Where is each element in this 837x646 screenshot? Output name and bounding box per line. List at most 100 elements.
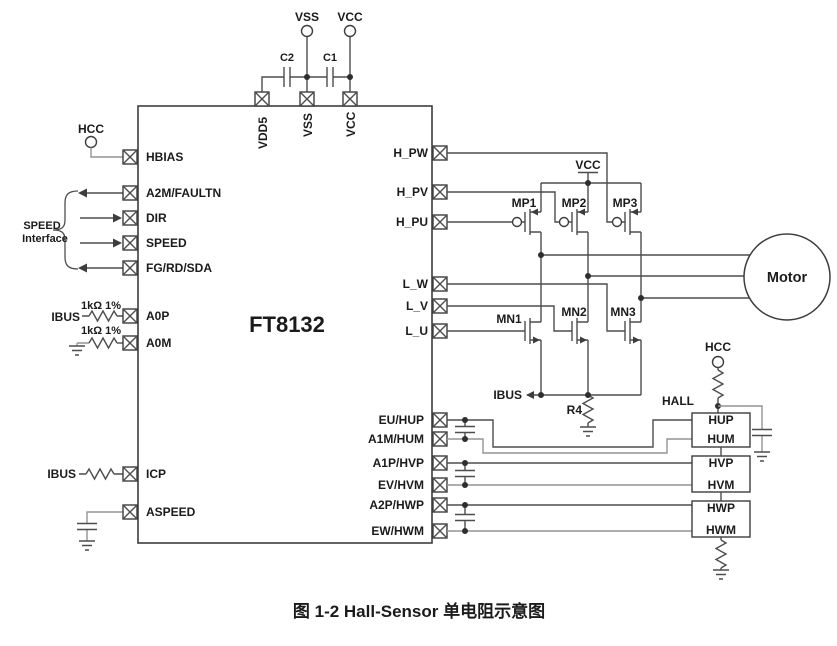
pin-vdd5: [254, 91, 270, 107]
pin-label-a2m-faultn: A2M/FAULTN: [146, 186, 221, 200]
capacitor-c1: [326, 66, 334, 88]
hcc-terminal-label: HCC: [78, 122, 104, 136]
pin-l-v: [432, 298, 448, 314]
hall-block: HCC HALL HUP HUM HVP HVM HWP HWM: [662, 340, 773, 580]
pin-speed: [122, 235, 138, 251]
pin-vss: [299, 91, 315, 107]
transistor-mn2: [563, 317, 589, 345]
pin-label-icp: ICP: [146, 467, 166, 481]
arrow-in-speed: [113, 238, 122, 248]
ground-hall-cap: [753, 451, 771, 462]
transistor-mp1: [511, 207, 542, 236]
ibus-label-icp: IBUS: [47, 467, 76, 481]
transistor-mn3: [616, 317, 642, 345]
c1-label: C1: [323, 52, 337, 64]
capacitor-c2: [283, 66, 291, 88]
mp2-label: MP2: [562, 196, 587, 210]
speed-interface-line2: Interface: [22, 233, 68, 245]
resistor-hall-pullup: [712, 369, 724, 399]
arrow-out-a2m: [78, 188, 87, 198]
motor: Motor: [743, 233, 831, 321]
r-a0m-value: 1kΩ 1%: [81, 325, 121, 337]
mn1-label: MN1: [496, 312, 522, 326]
left-circuit: HCC SPEED Interface 1kΩ 1% IBUS 1kΩ 1% I…: [22, 122, 221, 551]
bridge-vcc-label: VCC: [575, 158, 601, 172]
pin-label-ew-hwm: EW/HWM: [371, 524, 424, 538]
capacitor-hall-supply: [751, 428, 773, 437]
ibus-label-a0p: IBUS: [51, 310, 80, 324]
pin-label-h-pu: H_PU: [396, 215, 428, 229]
top-supply-circuit: VSS VCC C2 C1 VDD5 VSS VCC: [254, 10, 363, 149]
pin-dir: [122, 210, 138, 226]
speed-interface-line1: SPEED: [23, 220, 60, 232]
ibus-sense-label: IBUS: [493, 388, 522, 402]
pin-label-hbias: HBIAS: [146, 150, 183, 164]
arrow-in-dir: [113, 213, 122, 223]
hall-v-m-label: HVM: [708, 478, 735, 492]
pin-a0p: [122, 308, 138, 324]
pin-label-a1p-hvp: A1P/HVP: [373, 456, 424, 470]
hall-hcc-terminal: [711, 355, 725, 369]
pin-label-l-u: L_U: [405, 324, 428, 338]
mosfet-bridge: VCC MP1 MP2 MP3 MN1 MN2 MN3 IBUS R4: [447, 152, 755, 437]
resistor-a0m: [88, 337, 118, 349]
pin-label-speed: SPEED: [146, 236, 187, 250]
pin-vcc: [342, 91, 358, 107]
vcc-terminal-label: VCC: [337, 10, 363, 24]
hall-u-p-label: HUP: [708, 413, 733, 427]
right-pins: H_PW H_PV H_PU L_W L_V L_U EU/HUP A1M/HU…: [368, 145, 448, 539]
ground-aspeed: [78, 540, 96, 551]
pin-h-pw: [432, 145, 448, 161]
capacitor-hall-u: [454, 425, 476, 434]
pin-a0m: [122, 335, 138, 351]
pin-label-l-w: L_W: [403, 277, 429, 291]
resistor-a0p: [88, 310, 118, 322]
hall-wiring: [447, 417, 692, 534]
speed-interface-brace: [52, 190, 79, 270]
pin-label-a0m: A0M: [146, 336, 171, 350]
hall-w-p-label: HWP: [707, 501, 735, 515]
ground-a0m: [68, 345, 86, 356]
capacitor-hall-w: [454, 513, 476, 522]
pin-aspeed: [122, 504, 138, 520]
pin-label-h-pw: H_PW: [393, 146, 428, 160]
pin-label-dir: DIR: [146, 211, 167, 225]
chip-outline: [137, 105, 433, 544]
pin-a2p-hwp: [432, 497, 448, 513]
hall-u-m-label: HUM: [707, 432, 734, 446]
transistor-mp2: [558, 207, 589, 236]
pin-label-ev-hvm: EV/HVM: [378, 478, 424, 492]
vss-terminal-label: VSS: [295, 10, 319, 24]
pin-eu-hup: [432, 412, 448, 428]
mp1-label: MP1: [512, 196, 537, 210]
chip-body: FT8132: [137, 105, 433, 544]
chip-part-number: FT8132: [249, 312, 325, 337]
c2-label: C2: [280, 52, 294, 64]
pin-h-pu: [432, 214, 448, 230]
pin-a2m-faultn: [122, 185, 138, 201]
pin-ev-hvm: [432, 477, 448, 493]
vcc-terminal: [343, 24, 357, 38]
resistor-hall-bottom: [715, 539, 727, 569]
hall-title: HALL: [662, 394, 694, 408]
hcc-terminal: [84, 135, 98, 149]
pin-a1p-hvp: [432, 455, 448, 471]
pin-label-eu-hup: EU/HUP: [379, 413, 424, 427]
pin-label-fg-rd-sda: FG/RD/SDA: [146, 261, 212, 275]
mn3-label: MN3: [610, 305, 636, 319]
hall-v-p-label: HVP: [709, 456, 734, 470]
pin-label-a1m-hum: A1M/HUM: [368, 432, 424, 446]
figure-caption: 图 1-2 Hall-Sensor 单电阻示意图: [293, 601, 545, 621]
mn2-label: MN2: [561, 305, 587, 319]
motor-circle: [743, 233, 831, 321]
pin-label-l-v: L_V: [406, 299, 428, 313]
hall-w-m-label: HWM: [706, 523, 736, 537]
ground-hall-bottom: [712, 569, 730, 580]
pin-label-vcc: VCC: [344, 111, 358, 137]
pin-label-a2p-hwp: A2P/HWP: [369, 498, 424, 512]
resistor-r4: [582, 394, 594, 424]
pin-a1m-hum: [432, 431, 448, 447]
ground-r4: [579, 426, 597, 437]
